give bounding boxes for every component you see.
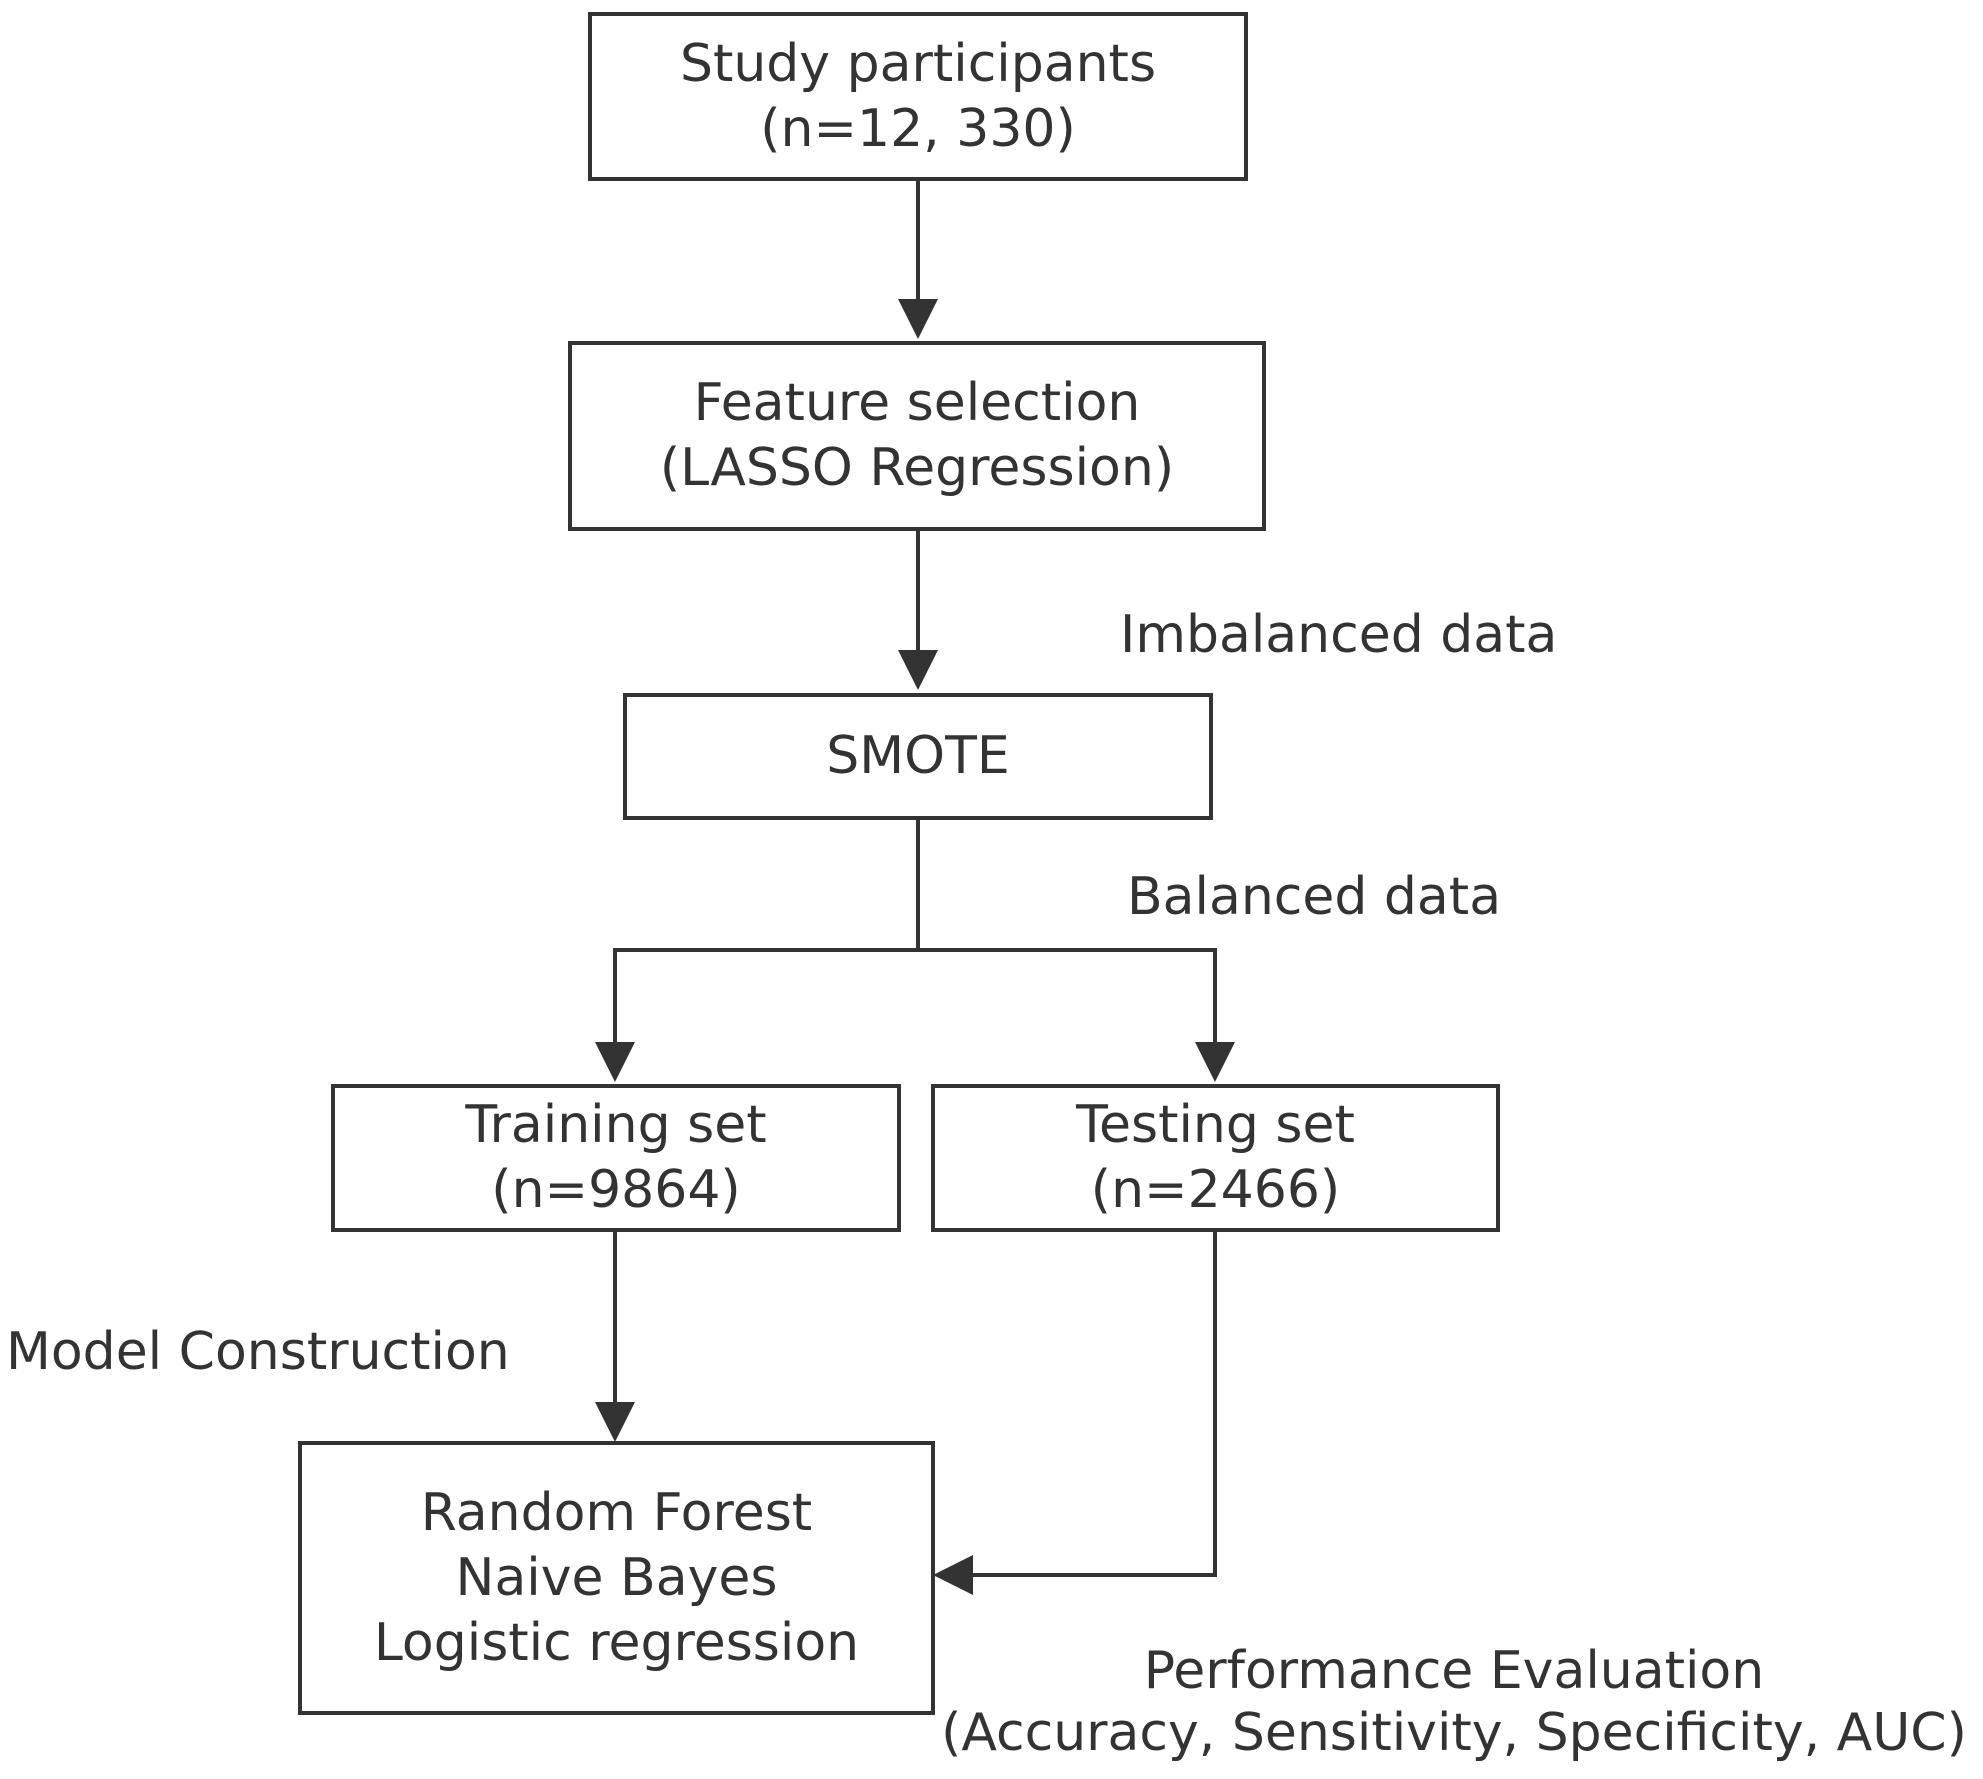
- study-participants-count: (n=12, 330): [760, 98, 1076, 159]
- performance-evaluation-title: Performance Evaluation: [1143, 1641, 1765, 1701]
- study-participants-box: Study participants (n=12, 330): [588, 12, 1248, 181]
- performance-evaluation-metrics: (Accuracy, Sensitivity, Specificity, AUC…: [941, 1703, 1967, 1764]
- model-naive-bayes: Naive Bayes: [455, 1547, 778, 1608]
- model-construction-label: Model Construction: [6, 1322, 510, 1382]
- imbalanced-data-label: Imbalanced data: [1120, 605, 1558, 665]
- connector-split-right: [918, 948, 1235, 1082]
- performance-evaluation-block: Performance Evaluation (Accuracy, Sensit…: [934, 1640, 1974, 1765]
- testing-set-title: Testing set: [1076, 1095, 1355, 1155]
- training-set-count: (n=9864): [491, 1160, 741, 1220]
- smote-label: SMOTE: [826, 726, 1010, 786]
- feature-selection-method: (LASSO Regression): [659, 438, 1175, 498]
- smote-box: SMOTE: [623, 693, 1213, 820]
- feature-selection-title: Feature selection: [693, 373, 1141, 433]
- arrow-testing-to-models: [933, 1232, 1217, 1595]
- models-box: Random Forest Naive Bayes Logistic regre…: [298, 1441, 935, 1715]
- testing-set-box: Testing set (n=2466): [931, 1084, 1500, 1232]
- connector-split-left: [595, 948, 918, 1082]
- model-logistic-regression: Logistic regression: [373, 1612, 860, 1673]
- balanced-data-label: Balanced data: [1127, 867, 1502, 927]
- training-set-title: Training set: [465, 1095, 767, 1155]
- feature-selection-box: Feature selection (LASSO Regression): [568, 341, 1266, 531]
- training-set-box: Training set (n=9864): [331, 1084, 901, 1232]
- testing-set-count: (n=2466): [1090, 1160, 1341, 1220]
- study-participants-title: Study participants: [679, 33, 1157, 94]
- model-random-forest: Random Forest: [420, 1482, 813, 1543]
